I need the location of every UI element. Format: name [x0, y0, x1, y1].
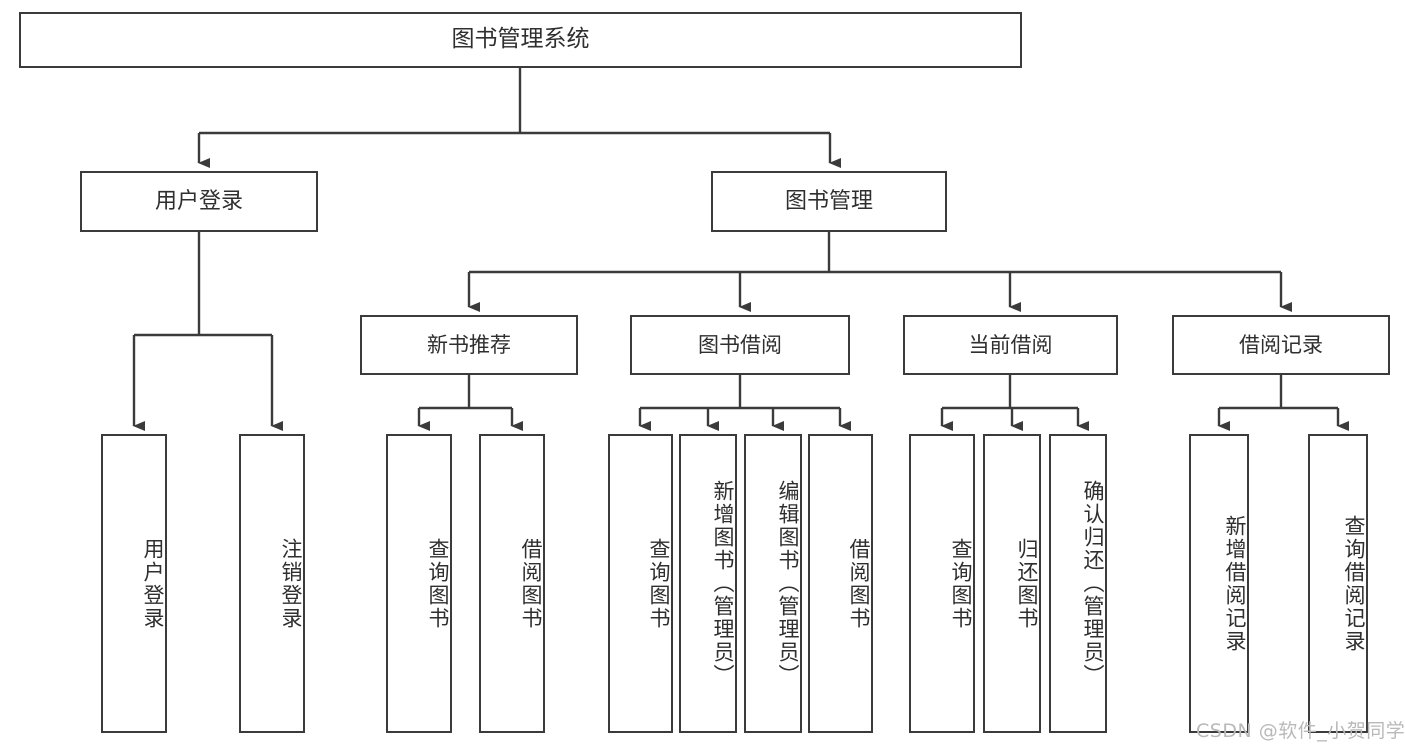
leaf-rec-borrow-book[interactable]: 借阅图书 — [479, 434, 545, 733]
leaf-cb-confirm-return[interactable]: 确认归还（管理员） — [1049, 434, 1107, 733]
node-borrow-record-label: 借阅记录 — [1239, 332, 1323, 357]
edge-group-book-mgmt — [467, 232, 1292, 312]
node-new-book-rec-label: 新书推荐 — [427, 332, 511, 357]
leaf-rec-query-book-label: 查询图书 — [426, 537, 450, 630]
leaf-bb-edit-book-label: 编辑图书（管理员） — [776, 480, 800, 687]
node-user-login[interactable]: 用户登录 — [80, 171, 318, 232]
edge-group-current-borrow — [940, 375, 1089, 431]
node-book-mgmt[interactable]: 图书管理 — [711, 171, 947, 232]
leaf-bb-add-book-label: 新增图书（管理员） — [711, 480, 735, 687]
node-current-borrow[interactable]: 当前借阅 — [903, 315, 1118, 375]
node-new-book-rec[interactable]: 新书推荐 — [360, 315, 578, 375]
node-user-login-label: 用户登录 — [154, 188, 243, 214]
leaf-bb-query-book[interactable]: 查询图书 — [608, 434, 673, 733]
leaf-cb-query-book-label: 查询图书 — [949, 537, 973, 630]
csdn-watermark: CSDN @软件_小贺同学 — [1196, 720, 1405, 742]
edge-group-user-login — [132, 232, 283, 431]
leaf-br-add-record-label: 新增借阅记录 — [1223, 514, 1247, 653]
leaf-br-add-record[interactable]: 新增借阅记录 — [1189, 434, 1249, 733]
leaf-cb-confirm-return-label: 确认归还（管理员） — [1081, 480, 1105, 687]
leaf-br-query-record-label: 查询借阅记录 — [1342, 514, 1366, 653]
leaf-bb-borrow-book[interactable]: 借阅图书 — [808, 434, 873, 733]
leaf-bb-query-book-label: 查询图书 — [647, 537, 671, 630]
leaf-cb-query-book[interactable]: 查询图书 — [909, 434, 975, 733]
leaf-rec-borrow-book-label: 借阅图书 — [519, 537, 543, 630]
node-current-borrow-label: 当前借阅 — [968, 332, 1053, 357]
edge-group-borrow-record — [1217, 375, 1349, 431]
node-root-label: 图书管理系统 — [451, 26, 590, 53]
leaf-user-logout-label: 注销登录 — [279, 537, 303, 630]
node-book-mgmt-label: 图书管理 — [784, 188, 873, 214]
leaf-bb-borrow-book-label: 借阅图书 — [847, 537, 871, 630]
leaf-cb-return-book-label: 归还图书 — [1015, 537, 1039, 630]
node-book-borrow-label: 图书借阅 — [698, 332, 782, 357]
leaf-br-query-record[interactable]: 查询借阅记录 — [1308, 434, 1368, 733]
node-book-borrow[interactable]: 图书借阅 — [630, 315, 850, 375]
edge-group-book-borrow — [638, 375, 851, 431]
leaf-user-login[interactable]: 用户登录 — [101, 434, 167, 733]
leaf-user-logout[interactable]: 注销登录 — [239, 434, 305, 733]
leaf-bb-add-book[interactable]: 新增图书（管理员） — [679, 434, 737, 733]
node-borrow-record[interactable]: 借阅记录 — [1172, 315, 1390, 375]
edge-group-new-book-rec — [417, 375, 523, 431]
edge-group-root — [197, 68, 841, 168]
leaf-user-login-label: 用户登录 — [141, 537, 165, 630]
leaf-cb-return-book[interactable]: 归还图书 — [983, 434, 1041, 733]
node-root[interactable]: 图书管理系统 — [19, 12, 1022, 68]
leaf-rec-query-book[interactable]: 查询图书 — [386, 434, 452, 733]
leaf-bb-edit-book[interactable]: 编辑图书（管理员） — [744, 434, 802, 733]
